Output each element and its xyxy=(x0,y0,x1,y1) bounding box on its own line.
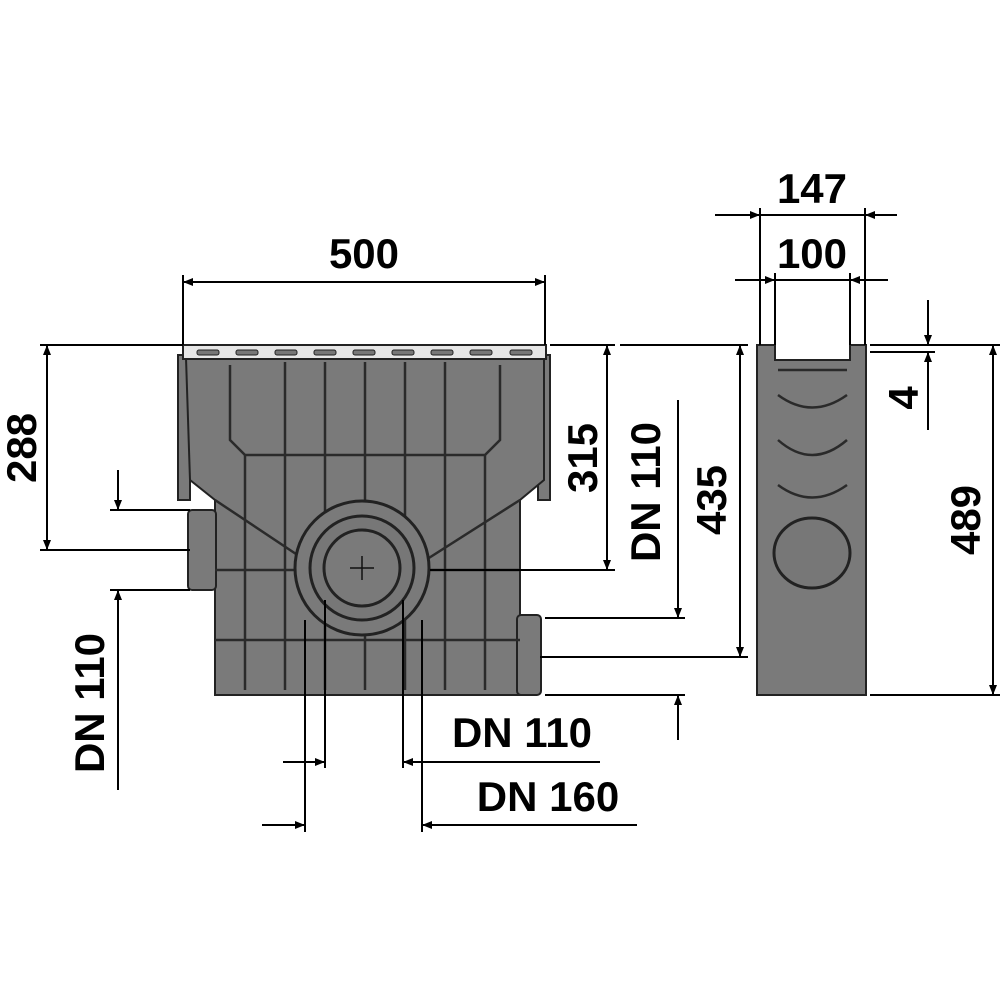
dim-overall-width: 147 xyxy=(777,165,847,212)
dim-side-outlet-left: DN 110 xyxy=(66,633,113,773)
dim-height-bottom-outlet: 315 xyxy=(559,423,606,493)
dim-bottom-outlet-outer: DN 160 xyxy=(477,773,619,820)
dim-overall-length: 500 xyxy=(329,230,399,277)
side-view xyxy=(756,344,867,696)
end-outlet-spigot xyxy=(516,614,542,696)
dimension-lines xyxy=(40,208,1000,832)
side-ribs xyxy=(777,368,848,499)
front-view xyxy=(177,344,551,696)
dim-overall-height: 489 xyxy=(942,485,989,555)
dim-height-side-outlet: 288 xyxy=(0,413,45,483)
dim-end-outlet-right: DN 110 xyxy=(622,422,669,562)
grate-slots xyxy=(196,349,533,356)
center-cross xyxy=(350,556,374,580)
dim-grate-thickness: 4 xyxy=(880,386,927,410)
side-outlet-spigot xyxy=(187,509,217,591)
dim-height-end-outlet: 435 xyxy=(688,465,735,535)
dim-bottom-outlet-inner: DN 110 xyxy=(452,709,592,756)
side-outlet-opening xyxy=(772,516,852,590)
dim-inner-width: 100 xyxy=(777,230,847,277)
